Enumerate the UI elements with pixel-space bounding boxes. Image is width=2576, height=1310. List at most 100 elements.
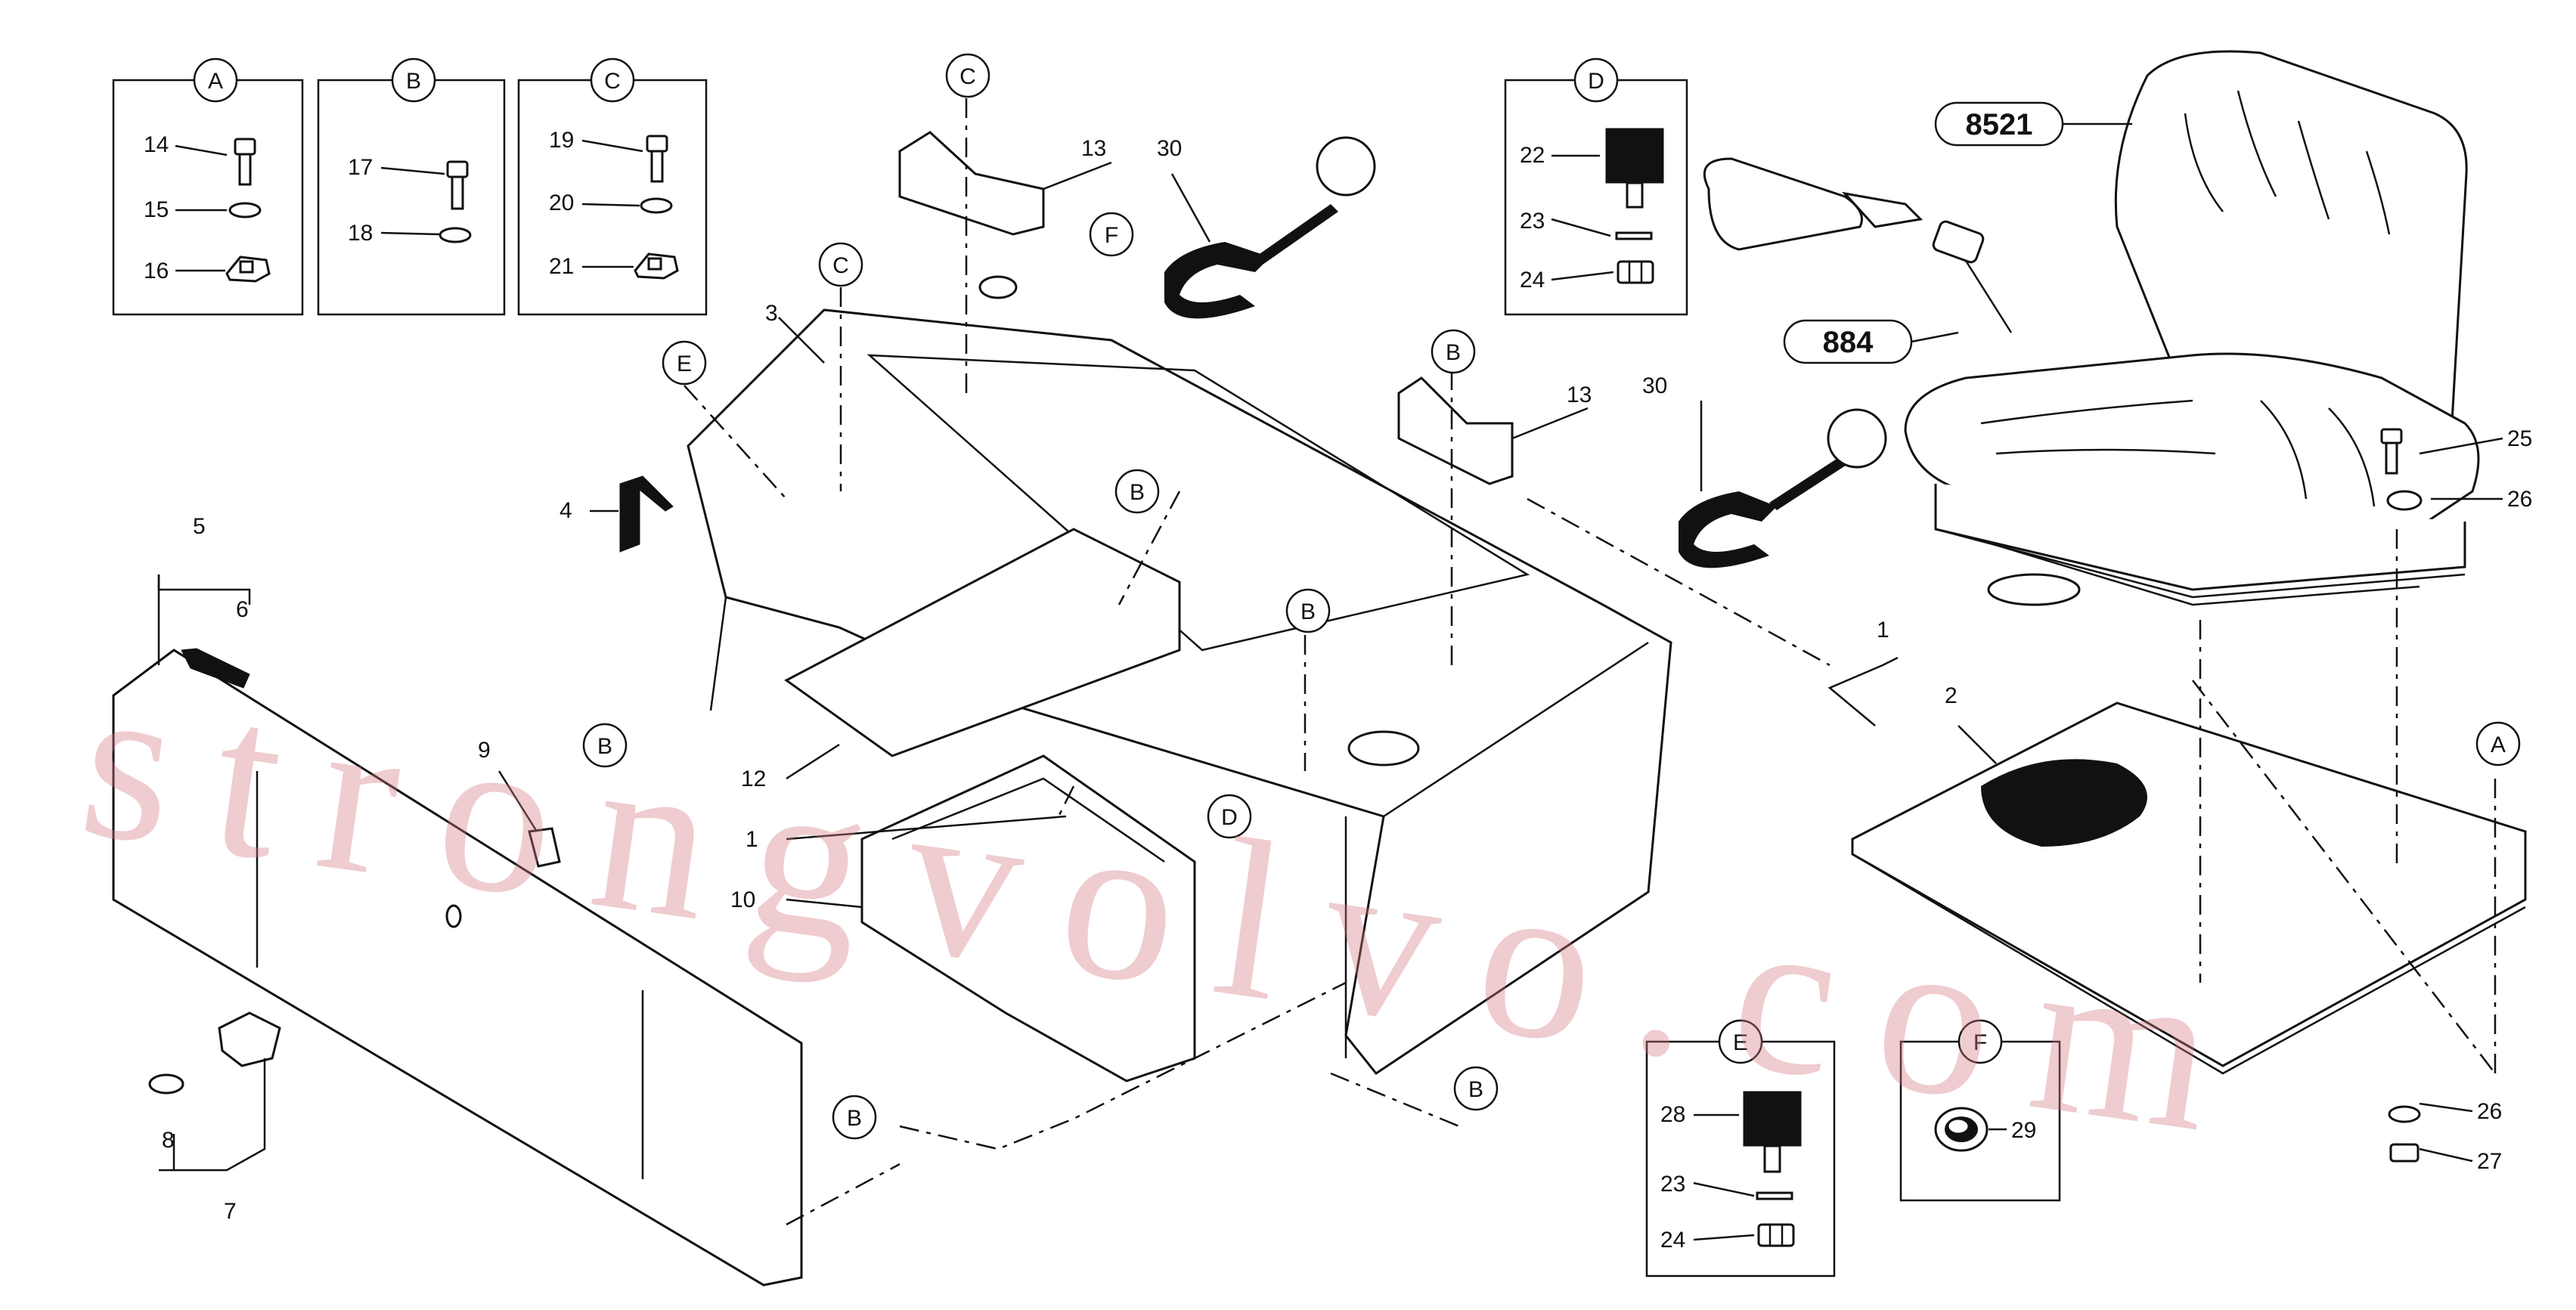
seat-illustration xyxy=(1904,50,2480,606)
svg-text:A: A xyxy=(2491,732,2506,757)
clip-9 xyxy=(528,827,561,868)
callout-3: 3 xyxy=(765,301,778,326)
seat-assembly-number: 8521 xyxy=(1966,108,2033,141)
detail-box-f: F 29 xyxy=(1899,1019,2061,1202)
assembly-lines xyxy=(684,98,2497,1226)
detail-box-f-letter: F xyxy=(1973,1030,1987,1055)
callout-18: 18 xyxy=(348,221,373,246)
callout-9: 9 xyxy=(478,738,491,763)
detail-box-b-letter: B xyxy=(406,69,421,94)
callout-13-right: 13 xyxy=(1567,382,1592,407)
callout-8: 8 xyxy=(162,1128,175,1153)
callout-21: 21 xyxy=(549,254,574,279)
svg-text:C: C xyxy=(832,253,849,278)
spacer-icon xyxy=(1756,1191,1793,1200)
bolt-icon xyxy=(234,138,256,186)
callout-23: 23 xyxy=(1520,209,1545,234)
bolt-icon xyxy=(446,160,469,210)
edge-trim-30a xyxy=(1164,136,1376,319)
latch-7 xyxy=(148,1011,281,1095)
spacer-icon xyxy=(1615,231,1653,240)
marker-b-left: B xyxy=(582,723,628,768)
detail-box-b: B 17 18 xyxy=(317,57,506,316)
seat-pad-icon xyxy=(1981,759,2147,847)
marker-c-top: C xyxy=(945,53,990,98)
callout-7: 7 xyxy=(224,1199,237,1224)
callout-19: 19 xyxy=(549,128,574,153)
callout-26-bottom: 26 xyxy=(2477,1099,2502,1124)
leader-lines xyxy=(157,161,2503,1172)
marker-b-bracket: B xyxy=(1431,329,1476,374)
svg-text:B: B xyxy=(597,734,612,759)
nut-27 xyxy=(2389,1143,2419,1163)
svg-text:C: C xyxy=(959,64,976,89)
washer-icon xyxy=(640,197,673,214)
seat-belt-number: 884 xyxy=(1823,326,1874,359)
nut-icon xyxy=(1617,260,1654,284)
detail-box-e-letter: E xyxy=(1733,1030,1748,1055)
marker-b-bottom-left: B xyxy=(832,1095,877,1140)
callout-17: 17 xyxy=(348,155,373,180)
callout-27: 27 xyxy=(2477,1149,2502,1174)
washer-26-lower xyxy=(2388,1105,2421,1123)
detail-box-c: C 19 20 21 xyxy=(517,57,708,316)
callout-15: 15 xyxy=(144,197,169,222)
clip-nut-icon xyxy=(634,252,679,280)
detail-box-d: D 22 23 24 xyxy=(1504,57,1688,316)
callout-12: 12 xyxy=(741,766,766,791)
callout-13-top: 13 xyxy=(1081,136,1106,161)
callout-22: 22 xyxy=(1520,143,1545,168)
bolt-icon xyxy=(646,135,668,183)
washer-icon xyxy=(228,202,262,218)
detail-box-d-letter: D xyxy=(1588,69,1604,94)
seat-base-plate xyxy=(1851,701,2527,1075)
svg-text:D: D xyxy=(1221,805,1238,830)
callout-10: 10 xyxy=(730,887,755,912)
callout-6: 6 xyxy=(236,597,249,622)
circle-markers: C F C E B B B B D B B A xyxy=(582,53,2521,1140)
callout-14: 14 xyxy=(144,132,169,157)
svg-text:E: E xyxy=(677,352,692,376)
angle-bracket-4 xyxy=(619,475,674,553)
marker-b-bottom-mid: B xyxy=(1453,1066,1499,1111)
callout-2: 2 xyxy=(1945,683,1958,708)
callout-26-top: 26 xyxy=(2507,487,2532,512)
rubber-mount-icon xyxy=(1605,128,1664,209)
callout-24b: 24 xyxy=(1660,1228,1685,1253)
seat-belt-illustration xyxy=(1703,157,2013,333)
detail-box-a-letter: A xyxy=(208,69,223,94)
marker-f: F xyxy=(1089,212,1134,257)
grommet-icon xyxy=(1934,1107,1989,1152)
nut-icon xyxy=(1757,1223,1795,1247)
callout-23b: 23 xyxy=(1660,1172,1685,1197)
rubber-mount-icon xyxy=(1743,1091,1802,1173)
callout-24: 24 xyxy=(1520,268,1545,293)
edge-trim-30b xyxy=(1679,408,1887,568)
bracket-13a xyxy=(898,131,1045,236)
bracket-13b xyxy=(1397,376,1514,485)
callout-30-top: 30 xyxy=(1157,136,1182,161)
marker-c-left: C xyxy=(818,242,863,287)
clip-nut-icon xyxy=(225,255,271,283)
svg-text:B: B xyxy=(1446,340,1461,365)
marker-a: A xyxy=(2475,721,2521,766)
svg-text:B: B xyxy=(847,1106,862,1131)
callout-25: 25 xyxy=(2507,426,2532,451)
side-panel-illustration xyxy=(112,649,803,1287)
svg-text:F: F xyxy=(1105,223,1118,248)
seat-bolt-25 xyxy=(2380,428,2403,475)
callout-numbers: 13 30 3 13 30 4 5 6 9 12 1 10 8 7 1 2 25… xyxy=(162,136,2532,1224)
seat-washer-26 xyxy=(2386,490,2423,511)
callout-30-right: 30 xyxy=(1642,373,1667,398)
callout-1-tray: 1 xyxy=(746,827,758,852)
callout-5: 5 xyxy=(193,514,206,539)
marker-e: E xyxy=(662,340,707,386)
marker-b-center: B xyxy=(1285,588,1331,633)
callout-20: 20 xyxy=(549,190,574,215)
callout-29: 29 xyxy=(2011,1118,2036,1143)
seat-belt-tag: 884 xyxy=(1783,319,1959,364)
svg-text:B: B xyxy=(1300,599,1316,624)
marker-d: D xyxy=(1207,794,1252,839)
seat-assembly-tag: 8521 xyxy=(1934,101,2132,147)
